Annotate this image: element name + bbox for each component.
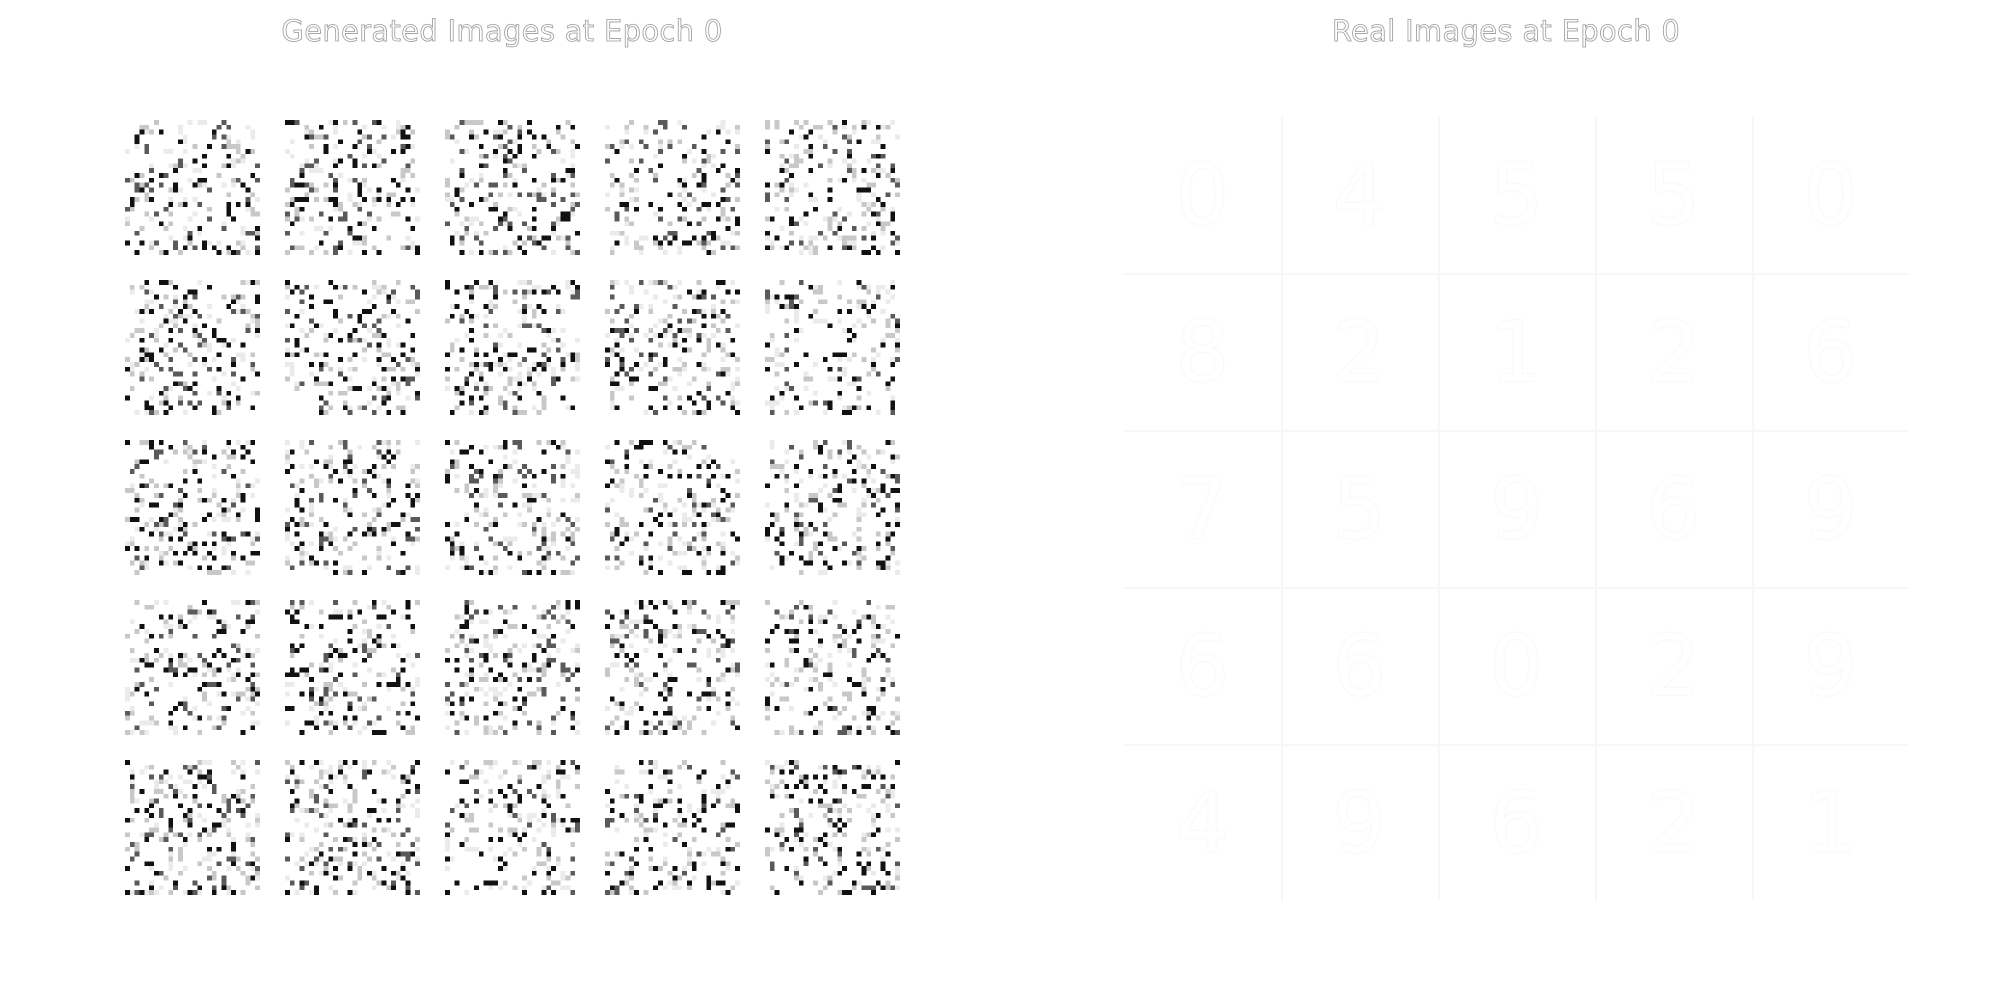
real-image-digit: 5 bbox=[1332, 459, 1387, 558]
grid-divider bbox=[1124, 744, 1909, 746]
generated-panel-title: Generated Images at Epoch 0 bbox=[281, 14, 723, 49]
grid-divider bbox=[1595, 116, 1597, 901]
generated-image-tile bbox=[445, 600, 580, 735]
generated-image-tile bbox=[285, 440, 420, 575]
real-image-digit: 1 bbox=[1489, 302, 1544, 401]
generated-image-tile bbox=[125, 440, 260, 575]
generated-image-tile bbox=[125, 600, 260, 735]
generated-image-tile bbox=[765, 440, 900, 575]
generated-image-tile bbox=[125, 280, 260, 415]
grid-divider bbox=[1752, 116, 1754, 901]
real-image-digit: 6 bbox=[1803, 302, 1858, 401]
real-images-grid: 0 4 5 5 0 8 2 1 2 6 7 5 9 6 9 6 6 0 2 9 4 9 6 2 1 bbox=[1124, 116, 1909, 901]
real-image-digit: 2 bbox=[1646, 773, 1701, 872]
real-image-digit: 2 bbox=[1646, 302, 1701, 401]
real-image-digit: 6 bbox=[1489, 773, 1544, 872]
real-image-digit: 6 bbox=[1175, 616, 1230, 715]
generated-image-tile bbox=[445, 120, 580, 255]
real-image-digit: 7 bbox=[1175, 459, 1230, 558]
generated-image-tile bbox=[445, 440, 580, 575]
generated-image-tile bbox=[125, 120, 260, 255]
generated-image-tile bbox=[285, 280, 420, 415]
generated-image-tile bbox=[765, 280, 900, 415]
real-image-digit: 9 bbox=[1803, 616, 1858, 715]
grid-divider bbox=[1124, 273, 1909, 275]
real-image-digit: 6 bbox=[1646, 459, 1701, 558]
real-image-digit: 0 bbox=[1803, 145, 1858, 244]
generated-images-grid bbox=[125, 120, 910, 895]
generated-image-tile bbox=[605, 120, 740, 255]
real-image-digit: 0 bbox=[1175, 145, 1230, 244]
grid-divider bbox=[1438, 116, 1440, 901]
generated-image-tile bbox=[605, 760, 740, 895]
real-image-digit: 1 bbox=[1803, 773, 1858, 872]
generated-image-tile bbox=[445, 280, 580, 415]
real-image-digit: 4 bbox=[1332, 145, 1387, 244]
grid-divider bbox=[1281, 116, 1283, 901]
real-image-digit: 9 bbox=[1803, 459, 1858, 558]
generated-image-tile bbox=[285, 600, 420, 735]
real-image-digit: 5 bbox=[1489, 145, 1544, 244]
generated-image-tile bbox=[765, 760, 900, 895]
real-image-digit: 4 bbox=[1175, 773, 1230, 872]
generated-image-tile bbox=[605, 600, 740, 735]
generated-image-tile bbox=[765, 120, 900, 255]
generated-image-tile bbox=[285, 120, 420, 255]
generated-image-tile bbox=[445, 760, 580, 895]
real-image-digit: 2 bbox=[1332, 302, 1387, 401]
real-image-digit: 6 bbox=[1332, 616, 1387, 715]
real-image-digit: 8 bbox=[1175, 302, 1230, 401]
real-image-digit: 9 bbox=[1489, 459, 1544, 558]
real-image-digit: 9 bbox=[1332, 773, 1387, 872]
real-image-digit: 0 bbox=[1489, 616, 1544, 715]
grid-divider bbox=[1124, 430, 1909, 432]
grid-divider bbox=[1124, 587, 1909, 589]
generated-image-tile bbox=[765, 600, 900, 735]
real-image-digit: 5 bbox=[1646, 145, 1701, 244]
generated-image-tile bbox=[605, 440, 740, 575]
generated-image-tile bbox=[285, 760, 420, 895]
generated-image-tile bbox=[605, 280, 740, 415]
generated-image-tile bbox=[125, 760, 260, 895]
real-image-digit: 2 bbox=[1646, 616, 1701, 715]
real-panel-title: Real Images at Epoch 0 bbox=[1331, 14, 1681, 49]
